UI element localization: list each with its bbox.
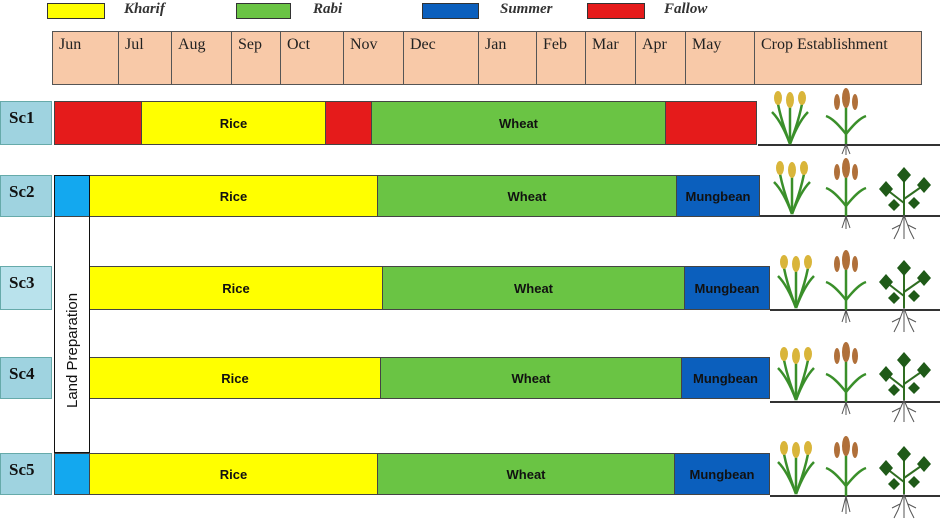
month-nov: Nov <box>344 32 404 84</box>
month-mar: Mar <box>586 32 636 84</box>
mungbean-plant-icon <box>879 352 931 423</box>
sc3-rice-label: Rice <box>222 280 250 296</box>
sc2-rice-label: Rice <box>219 188 248 204</box>
sc1-fallow-bar-2 <box>325 101 372 145</box>
mungbean-plant-icon <box>879 260 931 333</box>
rice-plant-icon <box>773 161 811 215</box>
rice-plant-icon <box>771 91 809 145</box>
scenario-label-sc2: Sc2 <box>0 175 52 217</box>
sc3-mungbean-bar: Mungbean <box>684 266 770 310</box>
legend-label-summer: Summer <box>500 1 553 17</box>
sc1-fallow-bar-3 <box>665 101 757 145</box>
month-feb: Feb <box>537 32 586 84</box>
scenario-label-sc4: Sc4 <box>0 357 52 399</box>
sc5-wheat-bar: Wheat <box>377 453 675 495</box>
rice-plant-icon <box>777 441 815 495</box>
rice-plant-icon <box>777 255 815 309</box>
scenario-label-sc5: Sc5 <box>0 453 52 495</box>
legend-label-rabi: Rabi <box>313 1 343 17</box>
month-jul: Jul <box>119 32 172 84</box>
sc2-mungbean-bar: Mungbean <box>676 175 760 217</box>
wheat-plant-icon <box>825 250 867 323</box>
month-oct: Oct <box>281 32 344 84</box>
ground-line-sc4 <box>770 401 940 403</box>
month-header-row: Jun Jul Aug Sep Oct Nov Dec Jan Feb Mar … <box>52 31 922 85</box>
sc4-mungbean-label: Mungbean <box>693 370 758 386</box>
month-sep: Sep <box>232 32 281 84</box>
sc5-mungbean-bar: Mungbean <box>674 453 770 495</box>
sc3-rice-bar: Rice <box>89 266 383 310</box>
sc3-wheat-label: Wheat <box>514 280 553 296</box>
sc5-rice-label: Rice <box>219 466 248 482</box>
month-jun: Jun <box>53 32 119 84</box>
legend-swatch-rabi <box>236 3 291 19</box>
month-dec: Dec <box>404 32 479 84</box>
sc2-rice-bar: Rice <box>89 175 378 217</box>
ground-line-sc2 <box>760 215 940 217</box>
month-apr: Apr <box>636 32 686 84</box>
sc2-wheat-label: Wheat <box>507 188 547 204</box>
land-preparation-box <box>54 175 90 453</box>
mungbean-plant-icon <box>879 446 931 519</box>
land-preparation-label: Land Preparation <box>64 292 81 408</box>
legend-swatch-kharif <box>47 3 105 19</box>
sc5-mungbean-label: Mungbean <box>689 466 755 482</box>
month-may: May <box>686 32 755 84</box>
sc5-land-prep-bar <box>54 453 90 495</box>
ground-line-sc3 <box>770 309 940 311</box>
sc4-rice-label: Rice <box>221 370 249 386</box>
legend-label-fallow: Fallow <box>664 1 708 17</box>
sc2-wheat-bar: Wheat <box>377 175 677 217</box>
scenario-label-sc1: Sc1 <box>0 101 52 145</box>
sc3-wheat-bar: Wheat <box>382 266 685 310</box>
ground-line-sc5 <box>770 495 940 497</box>
legend-swatch-summer <box>422 3 479 19</box>
legend-label-kharif: Kharif <box>124 1 165 17</box>
sc1-wheat-bar: Wheat <box>371 101 666 145</box>
wheat-plant-icon <box>825 158 867 229</box>
sc4-wheat-bar: Wheat <box>380 357 682 399</box>
sc4-rice-bar: Rice <box>89 357 381 399</box>
sc4-wheat-label: Wheat <box>511 370 551 386</box>
month-aug: Aug <box>172 32 232 84</box>
sc3-mungbean-label: Mungbean <box>694 280 760 296</box>
crop-establishment-header: Crop Establishment <box>761 36 888 53</box>
wheat-plant-icon <box>825 88 867 155</box>
rice-plant-icon <box>777 347 815 401</box>
legend-swatch-fallow <box>587 3 645 19</box>
sc5-rice-bar: Rice <box>89 453 378 495</box>
sc1-fallow-bar-1 <box>54 101 142 145</box>
mungbean-plant-icon <box>879 167 931 240</box>
month-jan: Jan <box>479 32 537 84</box>
sc2-mungbean-label: Mungbean <box>685 188 751 204</box>
sc1-rice-label: Rice <box>219 115 248 131</box>
wheat-plant-icon <box>825 436 867 514</box>
wheat-plant-icon <box>825 342 867 415</box>
sc1-rice-bar: Rice <box>141 101 326 145</box>
sc4-mungbean-bar: Mungbean <box>681 357 770 399</box>
sc1-wheat-label: Wheat <box>499 115 538 131</box>
scenario-label-sc3: Sc3 <box>0 266 52 310</box>
sc5-wheat-label: Wheat <box>506 466 546 482</box>
ground-line-sc1 <box>758 144 940 146</box>
